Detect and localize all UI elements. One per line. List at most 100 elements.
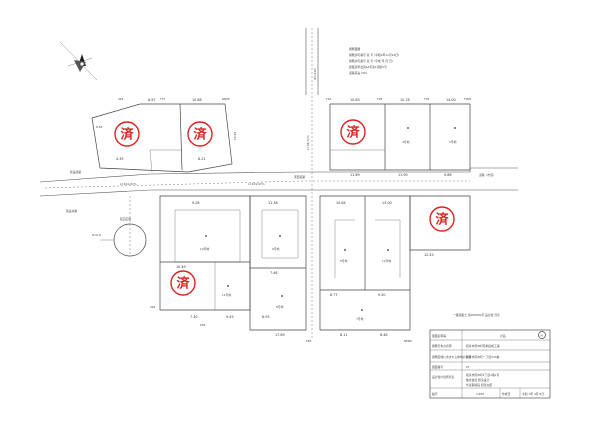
dim-ur-5: 11.90 [398, 173, 408, 177]
tb-r2-value: 和泉市府中町宅地造成工事 [466, 344, 500, 348]
stamp-char-1: 済 [121, 127, 135, 143]
lot-label-upper-right-c: 5号地 [449, 140, 457, 144]
dim-l-4: 13.00 [382, 201, 392, 205]
dim-l-8: 17.89 [275, 333, 285, 337]
lot-label-lower-5: 7号地 [356, 317, 364, 321]
lot-group-upper-left: 6.97 10.88 4.35 8.21 045 T57 DN05 13.49 … [91, 97, 237, 173]
completed-stamp-3: 済 [340, 119, 366, 145]
dim-l-10: 8.48 [380, 333, 388, 337]
dim-inner-2: 8.21 [198, 157, 206, 161]
lot-group-lower: 10号地 11号地 9号地 8号地 6号地 12号地 7号地 9.28 11.3… [150, 195, 471, 343]
point-T57: T57 [159, 97, 165, 101]
dim-ur-4: 11.89 [350, 173, 360, 177]
point-K83: K83 [200, 323, 206, 327]
lot-label-lower-7: 12号地 [382, 259, 391, 263]
tb-r5-value3: 代表取締役 和泉太郎 [466, 383, 492, 387]
lot-label-lower-1: 10号地 [200, 247, 209, 251]
junction-label: 東西道路 [294, 175, 305, 179]
dim-l-7: 6.93 [262, 315, 270, 319]
dim-l-3: 10.64 [336, 201, 346, 205]
note-line-5: 道路延長 50m [349, 71, 368, 75]
tb-r4-value: 07 [466, 365, 470, 369]
note-line-3: 開発許可番号 第 号 (平成 年 月 日) [349, 59, 393, 63]
dim-l-13: 9.50 [378, 293, 386, 297]
point-094: 094 [150, 305, 156, 309]
tb-r6-value: 1/250 [476, 392, 484, 396]
dim-ur-1: 10.83 [350, 98, 360, 102]
tb-r2-label: 開発行為の名称 [432, 344, 452, 348]
dim-l-12: 6.77 [330, 293, 338, 297]
horizontal-road-length-right: L=101.97m [248, 182, 265, 186]
tb-r3-value: 和泉市府中町一丁目343番 [466, 355, 500, 359]
turning-r-label: R=6.0 [92, 233, 101, 237]
right-road-label: 道路（市道） [479, 173, 496, 177]
stamp-char-5: 済 [177, 276, 191, 292]
turning-circle: 転回広場 R=6.0 [92, 196, 147, 257]
dim-ur-6: 9.86 [444, 173, 452, 177]
vertical-road: L=58.72m W=4.0m [305, 28, 319, 340]
horizontal-road: L=101.97m L=101.97m 道路（市道） 既設道路 既設水路 東西道… [39, 167, 518, 213]
dim-top-1: 6.97 [148, 98, 156, 102]
tb-r1-value: 計画 [500, 334, 506, 338]
notes-block: 開発面積 開発許可番号 第 号 (令和4年11月16日) 開発許可番号 第 号 … [349, 47, 399, 75]
vertical-road-width: W=4.0m [313, 67, 317, 80]
dim-top-2: 10.88 [192, 98, 202, 102]
point-T10: T10 [325, 97, 331, 101]
tb-r6-label2: 作成日 [502, 392, 511, 396]
left-existing-road: 既設道路 [70, 170, 81, 174]
dim-l-11: 7.48 [270, 271, 278, 275]
point-T28: T28 [376, 97, 382, 101]
tb-r6-value2: 令和 7年 4月 8日 [522, 392, 544, 396]
dim-l-15: 12.43 [424, 253, 434, 257]
tb-r4-label: 図面番号 [432, 365, 443, 369]
completed-stamp-2: 済 [187, 121, 213, 147]
dim-l-14: 10.49 [176, 265, 186, 269]
dim-l-6: 9.43 [226, 315, 234, 319]
stamp-char-4: 済 [436, 212, 450, 228]
tb-r1-label: 図面名称等 [432, 334, 446, 338]
point-DN05: DN05 [222, 97, 230, 101]
point-K63: K63 [306, 339, 312, 343]
dim-ur-3: 14.00 [446, 98, 456, 102]
completed-stamp-4: 済 [429, 206, 455, 232]
horizontal-road-length-left: L=101.97m [120, 182, 137, 186]
stamp-char-3: 済 [347, 125, 361, 141]
dim-side-2: 6.58 [96, 125, 102, 129]
tb-r5-value2: 株式会社 和泉設計 [466, 378, 489, 382]
tb-r5-value1: 和泉市府中町1丁目1番1号 [466, 373, 500, 377]
dim-side-1: 13.49 [233, 132, 237, 140]
dim-l-2: 11.38 [268, 201, 278, 205]
note-line-1: 開発面積 [349, 47, 360, 51]
turning-circle-label: 転回広場 [120, 217, 131, 221]
title-logo: N [541, 334, 543, 338]
point-NEN0: NEN0 [404, 339, 412, 343]
dim-l-5: 7.30 [190, 315, 198, 319]
note-line-2: 開発許可番号 第 号 (令和4年11月16日) [349, 53, 399, 57]
dim-ur-2: 10.78 [400, 98, 410, 102]
completed-stamp-1: 済 [114, 121, 140, 147]
dim-inner-1: 4.35 [116, 157, 124, 161]
tb-r6-label: 縮尺 [432, 392, 438, 396]
lot-label-lower-3: 11号地 [222, 293, 231, 297]
lot-group-upper-right: 4号地 5号地 10.83 10.78 14.00 11.89 11.90 9.… [325, 97, 471, 177]
point-045: 045 [118, 97, 124, 101]
lot-label-lower-4: 8号地 [276, 305, 284, 309]
note-line-4: 建築基準法第42条第1項第5号 [349, 65, 387, 69]
completed-stamp-5: 済 [170, 270, 196, 296]
stamp-char-2: 済 [194, 127, 208, 143]
tb-r3-label: 開発区域に含まれる地域の名称 [432, 355, 471, 359]
designer-note: 一級建築士 第000000号 設計者 氏名 [453, 313, 500, 317]
dim-l-1: 9.28 [192, 201, 200, 205]
lot-label-upper-right-b: 4号地 [402, 140, 410, 144]
north-arrow-icon [59, 41, 98, 81]
point-T008: T008 [463, 97, 471, 101]
title-block: N 図面名称等 計画 開発行為の名称 和泉市府中町宅地造成工事 開発区域に含まれ… [429, 329, 551, 399]
lot-label-lower-2: 9号地 [272, 247, 280, 251]
dim-l-9: 8.11 [340, 333, 348, 337]
point-T30: T30 [423, 97, 429, 101]
lot-label-lower-6: 6号地 [340, 259, 348, 263]
tb-r5-label: 設計者の住所氏名 [432, 375, 455, 379]
left-existing-waterway: 既設水路 [66, 209, 77, 213]
vertical-road-length: L=58.72m [306, 135, 310, 150]
